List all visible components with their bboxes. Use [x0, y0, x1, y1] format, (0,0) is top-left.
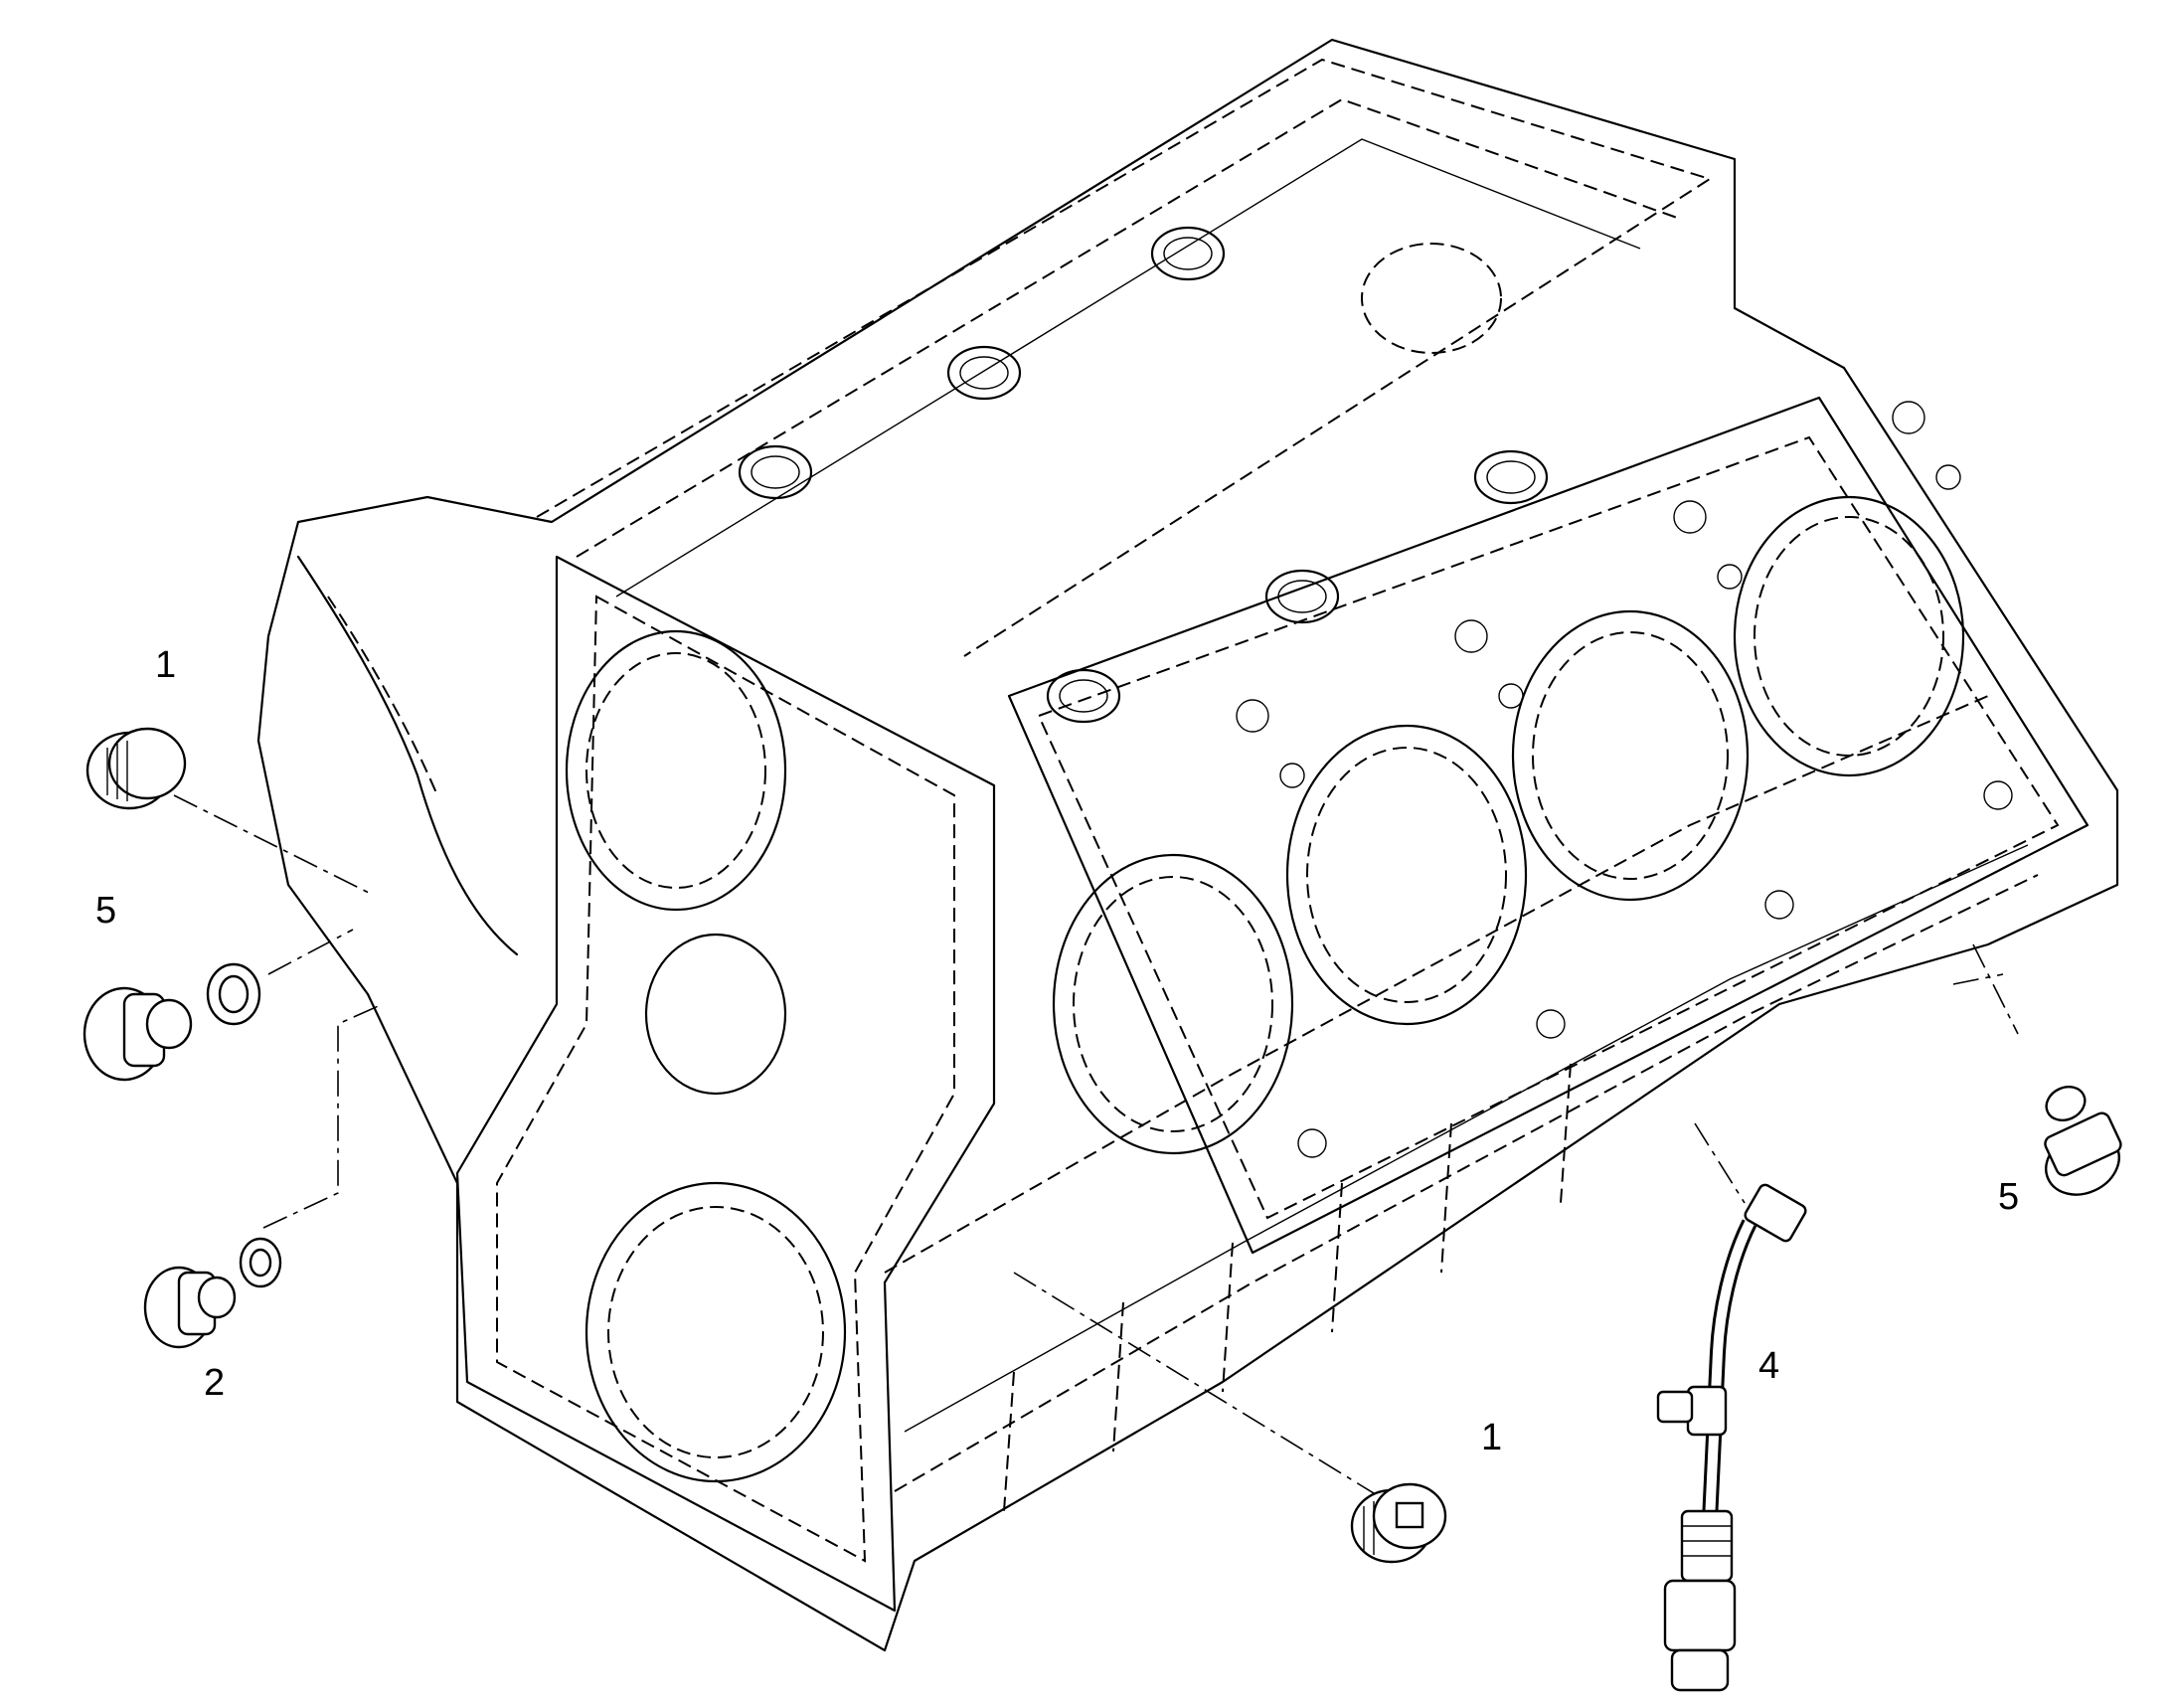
drain-plug-lower — [143, 1266, 237, 1349]
threaded-plug-bottom — [1350, 1482, 1447, 1564]
engine-block — [256, 38, 2119, 1652]
drain-plug-left — [83, 986, 193, 1082]
callout-label-1-bottom: 1 — [1481, 1417, 1503, 1458]
callout-label-5-right: 5 — [1998, 1176, 2020, 1218]
sealing-ring-upper — [206, 962, 261, 1026]
front-face-openings — [296, 555, 847, 1483]
top-deck-ports — [738, 226, 1549, 724]
sealing-ring-lower — [239, 1237, 282, 1288]
threaded-plug-left — [85, 727, 187, 810]
cylinder-bores — [1052, 495, 1965, 1155]
callout-label-2: 2 — [204, 1362, 226, 1404]
callout-label-4: 4 — [1758, 1345, 1780, 1387]
leader-lines — [173, 794, 2019, 1502]
callout-label-1-top-left: 1 — [155, 644, 177, 686]
drain-plug-right — [2044, 1086, 2122, 1196]
gasket-holes — [1236, 401, 2013, 1158]
callout-label-5-left: 5 — [95, 890, 117, 932]
oil-pipe-assembly — [1656, 1183, 1807, 1692]
